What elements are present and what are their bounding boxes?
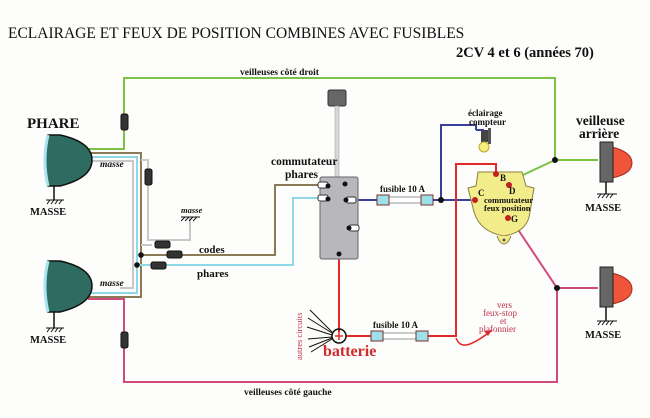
- fuse-top-label: fusible 10 A: [380, 184, 426, 194]
- wire-veilleuses-gauche: [88, 227, 598, 383]
- phare-label: PHARE: [27, 116, 80, 132]
- masse-label: MASSE: [585, 330, 621, 341]
- headlamp-right: [43, 134, 93, 205]
- wire-phares: [137, 197, 320, 266]
- eclairage-label-2: compteur: [469, 117, 506, 127]
- rear-lamp-right: [597, 141, 633, 199]
- vers-label-4: plafonnier: [479, 324, 516, 334]
- masse-label: MASSE: [30, 207, 66, 218]
- headlight-switch: [317, 89, 360, 260]
- comm-feux-label-1: commutateur: [484, 195, 533, 205]
- autres-circuits-label: autres circuits: [294, 313, 304, 360]
- inline-connectors: [120, 113, 183, 349]
- phares-label: phares: [197, 268, 229, 280]
- codes-label: codes: [199, 244, 225, 256]
- arrow-vers-feux-stop: [455, 329, 493, 346]
- fuse-bottom-label: fusible 10 A: [373, 320, 419, 330]
- terminal-g: G: [511, 214, 518, 224]
- masse-wire-label: masse: [100, 160, 125, 170]
- veilleuses-droit-label: veilleuses côté droit: [240, 68, 320, 78]
- wire-red: [338, 163, 497, 337]
- battery: [331, 328, 347, 344]
- junction-dot: [138, 252, 144, 258]
- terminal-b: B: [500, 173, 506, 183]
- masse-label: MASSE: [30, 335, 66, 346]
- ground-symbol: [180, 216, 200, 222]
- terminal-d: D: [509, 186, 516, 196]
- position-light-switch: [467, 171, 535, 245]
- headlamp-left: [43, 260, 93, 333]
- vers-label-3: et: [500, 316, 507, 326]
- comm-feux-label-2: feux position: [484, 203, 531, 213]
- commutateur-phares-label-2: phares: [285, 169, 319, 181]
- vers-label-2: feux-stop: [483, 308, 517, 318]
- veilleuse-arriere-label-2: arrière: [579, 126, 619, 141]
- veilleuses-gauche-label: veilleuses côté gauche: [244, 388, 332, 398]
- wire-bundle-headlamps: [88, 152, 142, 298]
- masse-wire-label: masse: [100, 279, 125, 289]
- terminal-c: C: [478, 188, 485, 198]
- veilleuse-arriere-label-1: veilleuse: [576, 113, 625, 128]
- wire-masse: [141, 159, 191, 246]
- batterie-label: batterie: [323, 343, 376, 360]
- dashboard-bulb: [476, 128, 491, 153]
- junction-dot: [554, 285, 560, 291]
- rear-lamp-left: [597, 266, 633, 326]
- vers-label-1: vers: [497, 300, 512, 310]
- masse-label: MASSE: [585, 203, 621, 214]
- fuse-top: [376, 194, 434, 206]
- autres-circuits-arrows: [306, 309, 333, 353]
- wire-codes: [141, 184, 320, 256]
- commutateur-phares-label-1: commutateur: [271, 156, 337, 168]
- title-line-2: 2CV 4 et 6 (années 70): [456, 45, 594, 61]
- junction-dot: [134, 262, 140, 268]
- masse-ground-label: masse: [181, 205, 202, 215]
- junction-dot: [438, 197, 444, 203]
- title-line-1: ECLAIRAGE ET FEUX DE POSITION COMBINES A…: [8, 25, 464, 42]
- junction-dot: [552, 157, 558, 163]
- eclairage-label-1: éclairage: [468, 108, 502, 118]
- arrow-head: [484, 330, 492, 336]
- fuse-bottom: [370, 330, 429, 342]
